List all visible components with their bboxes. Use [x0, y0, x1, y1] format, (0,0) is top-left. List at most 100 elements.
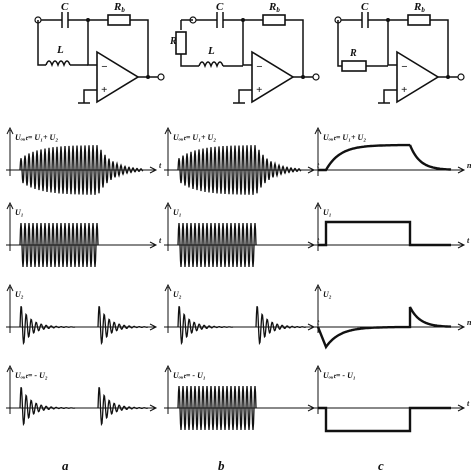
wire-feedback: [285, 19, 304, 74]
plot-col2-row1: t U₁: [314, 201, 470, 251]
op-amp-plus: +: [256, 84, 262, 96]
plot-col1-row3: Uₒᵤₜ= - U₁: [164, 364, 316, 431]
column-label-b: b: [218, 458, 225, 473]
y-axis-arrow: [6, 364, 14, 373]
label-c: C: [361, 1, 369, 13]
resistor-r: [175, 31, 187, 55]
output-terminal: [312, 73, 320, 81]
label-rb-sub: b: [121, 6, 125, 14]
resistor-r: [341, 60, 367, 72]
waveform: [177, 306, 307, 346]
x-axis-letter: t: [467, 236, 470, 245]
plot-label: U₂: [15, 290, 24, 299]
waveform: [177, 222, 257, 268]
y-axis-arrow: [6, 126, 14, 135]
y-axis-arrow: [6, 283, 14, 292]
y-axis-arrow: [314, 283, 322, 292]
capacitor-c: [61, 12, 69, 28]
inductor-l: [198, 61, 224, 69]
y-axis-arrow: [314, 126, 322, 135]
wire: [87, 20, 97, 66]
label-rb-sub: b: [276, 6, 280, 14]
waveform: [19, 387, 149, 427]
wire: [387, 20, 397, 66]
label-rb-sub: b: [421, 6, 425, 14]
x-axis-arrow: [149, 166, 158, 174]
wire: [383, 89, 397, 103]
x-axis-arrow: [149, 241, 158, 249]
column-label-a: a: [62, 458, 69, 473]
y-axis-arrow: [314, 364, 322, 373]
wire: [147, 74, 158, 78]
op-amp-plus: +: [401, 84, 407, 96]
label-rb: Rb: [413, 1, 425, 14]
y-axis-arrow: [314, 201, 322, 210]
resistor-rb: [107, 14, 131, 26]
inductor-l: [45, 60, 71, 68]
wire: [242, 20, 252, 66]
wire: [180, 54, 199, 67]
waveform: [19, 222, 99, 268]
plot-label: Uₒᵤₜ= - U₂: [15, 371, 48, 380]
waveform: [318, 220, 451, 247]
wire: [337, 20, 342, 67]
wire: [37, 20, 46, 66]
resistor-rb: [407, 14, 431, 26]
op-amp: [251, 50, 295, 104]
wire: [83, 89, 97, 103]
plot-label: Uₒᵤₜ= - U₁: [173, 371, 206, 380]
waveform: [177, 145, 302, 195]
output-terminal: [457, 73, 465, 81]
plot-label: U₂: [323, 290, 332, 299]
wire: [238, 89, 252, 103]
x-axis-letter: n: [467, 161, 472, 170]
plot-label: U₁: [173, 208, 182, 217]
x-axis-arrow: [457, 241, 466, 249]
label-r: R: [169, 36, 177, 47]
waveform: [316, 306, 452, 350]
plot-col1-row1: tU₁: [164, 201, 320, 268]
label-l: L: [56, 44, 64, 56]
waveform: [177, 385, 257, 431]
x-axis-arrow: [457, 166, 466, 174]
plot-col0-row3: Uₒᵤₜ= - U₂: [6, 364, 158, 427]
wire-feedback: [430, 19, 449, 74]
waveform: [19, 145, 144, 195]
x-axis-arrow: [149, 323, 158, 331]
x-axis-arrow: [457, 323, 466, 331]
op-amp-minus: −: [101, 61, 108, 73]
wire: [447, 74, 458, 78]
op-amp-plus: +: [101, 84, 107, 96]
plot-col1-row2: tU₂: [164, 283, 320, 346]
plot-label: Uₒᵤₜ= U₁+ U₂: [173, 133, 216, 142]
op-amp: [396, 50, 440, 104]
y-axis-arrow: [164, 283, 172, 292]
op-amp-minus: −: [256, 61, 263, 73]
plot-col0-row1: tU₁: [6, 201, 162, 268]
column-label-c: c: [378, 458, 384, 473]
waveform: [318, 143, 452, 172]
label-l: L: [207, 45, 215, 57]
x-axis-letter: t: [159, 161, 162, 170]
op-amp: [96, 50, 140, 104]
x-axis-letter: n: [467, 318, 472, 327]
x-axis-arrow: [457, 404, 466, 412]
x-axis-letter: t: [467, 399, 470, 408]
y-axis-arrow: [164, 201, 172, 210]
capacitor-c: [361, 12, 369, 28]
wire-feedback: [130, 19, 149, 74]
plot-col0-row2: U₂: [6, 283, 158, 346]
plot-col2-row2: n U₂: [314, 283, 472, 350]
label-rb: Rb: [113, 1, 125, 14]
plot-label: U₁: [323, 208, 332, 217]
waveform: [19, 306, 149, 346]
